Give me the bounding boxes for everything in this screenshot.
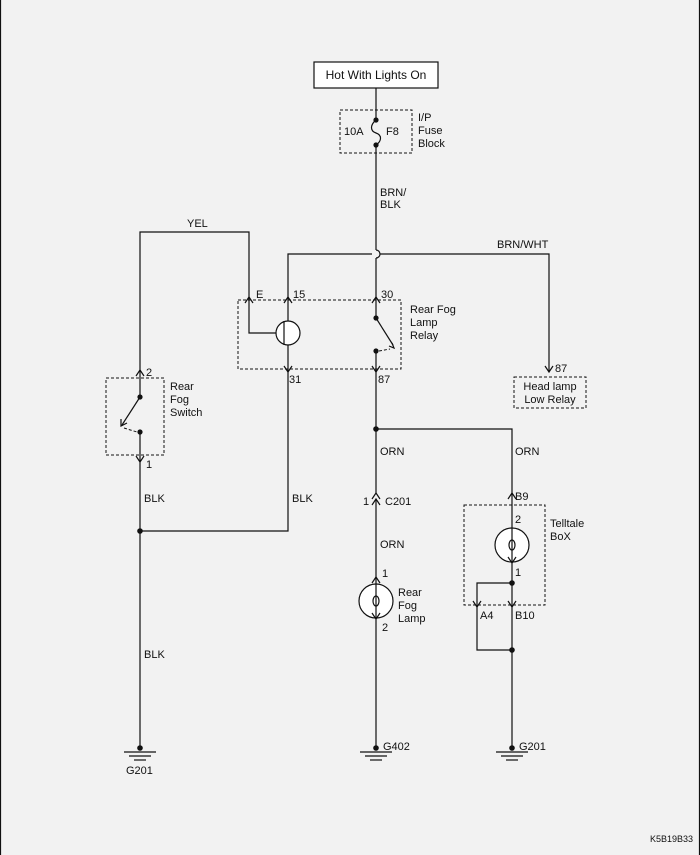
relay-pin-31: 31 (289, 374, 301, 386)
connector-id: C201 (385, 496, 411, 508)
fog-lamp-label-1: Rear (398, 587, 422, 599)
telltale-pin-a4: A4 (480, 610, 493, 622)
connector-pin: 1 (363, 496, 369, 508)
wire-label-blk-1: BLK (144, 493, 165, 505)
wire-a4-jumper (476, 607, 512, 651)
wire-blk-relay-31 (140, 372, 289, 532)
relay-outline (237, 299, 402, 370)
connector-arrow-top (371, 491, 381, 500)
wire-label-brn-blk-1: BRN/ (380, 187, 407, 199)
ground-middle: G402 (360, 741, 410, 761)
rear-fog-lamp-relay: E 15 30 31 87 Rear Fog Lamp Relay (237, 289, 456, 386)
fog-lamp-pin-1-arrow (371, 575, 381, 584)
headlamp-relay-label-1: Head lamp (523, 381, 576, 393)
relay-switch-dotted (378, 348, 391, 352)
wire-label-blk-2: BLK (292, 493, 313, 505)
fuse-block-label-2: Fuse (418, 125, 442, 137)
wire-orn-to-telltale (376, 428, 513, 493)
telltale-pin-b9: B9 (515, 491, 528, 503)
telltale-outline (463, 504, 546, 606)
ground-right-terminal (509, 745, 515, 751)
power-source-label: Hot With Lights On (326, 68, 427, 82)
telltale-label-1: Telltale (550, 518, 584, 530)
ground-middle-label: G402 (383, 741, 410, 753)
telltale-pin-2: 2 (515, 514, 521, 526)
fuse-id: F8 (386, 126, 399, 138)
relay-pin-e: E (256, 289, 263, 301)
switch-outline (105, 377, 165, 456)
rear-fog-lamp: 1 2 Rear Fog Lamp (358, 568, 426, 634)
fog-lamp-pin-bottom: 2 (382, 622, 388, 634)
switch-pin-top: 2 (146, 367, 152, 379)
wire-label-blk-3: BLK (144, 649, 165, 661)
telltale-filament-icon (508, 539, 516, 551)
wire-brn-wht-left (287, 253, 372, 297)
switch-arm (121, 396, 141, 426)
wire-label-yel: YEL (187, 218, 208, 230)
relay-pin-15: 15 (293, 289, 305, 301)
telltale-box: B9 2 1 A4 B10 Telltale BoX (463, 491, 584, 622)
fuse-block: 10A F8 I/P Fuse Block (339, 88, 445, 154)
relay-switch-arm (375, 317, 394, 346)
power-source-box (313, 61, 439, 89)
telltale-label-2: BoX (550, 531, 571, 543)
ground-left: G201 (124, 745, 156, 777)
telltale-pin-b10: B10 (515, 610, 535, 622)
ground-left-terminal (137, 745, 143, 751)
fuse-block-label-3: Block (418, 138, 445, 150)
headlamp-relay-label-2: Low Relay (524, 394, 576, 406)
connector-c201: 1 C201 (363, 491, 411, 508)
fog-lamp-pin-top: 1 (382, 568, 388, 580)
ground-left-label: G201 (126, 765, 153, 777)
fog-lamp-label-3: Lamp (398, 613, 426, 625)
relay-label-2: Lamp (410, 317, 438, 329)
fuse-block-label-1: I/P (418, 112, 431, 124)
wire-label-orn-1: ORN (380, 446, 405, 458)
rear-fog-switch: 2 1 Rear Fog Switch (105, 367, 202, 471)
headlamp-relay-pin: 87 (555, 363, 567, 375)
switch-pin-bottom: 1 (146, 459, 152, 471)
wire-label-brn-wht: BRN/WHT (497, 239, 549, 251)
ground-right-label: G201 (519, 741, 546, 753)
fog-lamp-filament-icon (372, 595, 380, 607)
headlamp-relay-outline (513, 376, 587, 409)
telltale-pin-1: 1 (515, 567, 521, 579)
headlamp-low-relay: 87 Head lamp Low Relay (513, 363, 587, 409)
wire-label-brn-blk-2: BLK (380, 199, 401, 211)
relay-coil-icon (275, 320, 301, 346)
splice-telltale-ground (509, 647, 515, 653)
diagram-code: K5B19B33 (650, 834, 693, 844)
relay-switch-arrow-icon (388, 342, 396, 350)
switch-label-1: Rear (170, 381, 194, 393)
headlamp-relay-pin-arrow (544, 365, 554, 374)
wire-label-orn-2: ORN (515, 446, 540, 458)
ground-middle-terminal (373, 745, 379, 751)
wire-crossover-hop (375, 249, 381, 259)
fog-lamp-label-2: Fog (398, 600, 417, 612)
switch-arrow-icon (120, 419, 128, 427)
relay-pin-30: 30 (381, 289, 393, 301)
switch-label-3: Switch (170, 407, 202, 419)
wire-brn-wht-right (380, 253, 550, 372)
wire-yel (139, 231, 250, 370)
fuse-rating: 10A (344, 126, 364, 138)
relay-label-3: Relay (410, 330, 439, 342)
switch-label-2: Fog (170, 394, 189, 406)
wire-label-orn-3: ORN (380, 539, 405, 551)
telltale-a4-branch (476, 582, 512, 607)
ground-right: G201 (496, 741, 546, 761)
power-source: Hot With Lights On (313, 61, 439, 89)
relay-coil-lead-e (248, 297, 276, 334)
fuse-element-icon (370, 119, 382, 146)
relay-pin-87: 87 (378, 374, 390, 386)
switch-dotted (123, 427, 138, 433)
relay-label-1: Rear Fog (410, 304, 456, 316)
